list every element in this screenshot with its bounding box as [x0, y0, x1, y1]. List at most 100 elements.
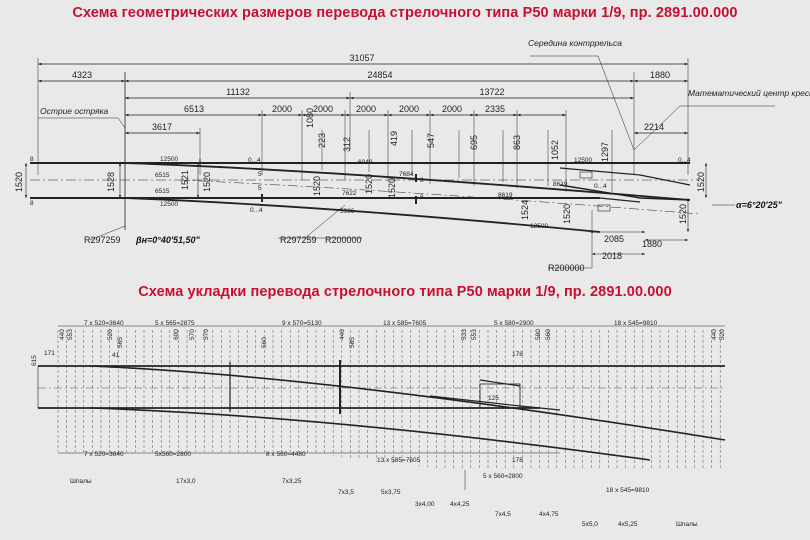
dim-segment: 11132: [226, 87, 250, 97]
layout-scheme: [37, 325, 726, 490]
spacing-dim: 13 x 585=7605: [383, 320, 427, 327]
gauge: 1520: [312, 176, 322, 196]
sleeper-group: Шпалы: [70, 478, 92, 485]
spacing-value: 560: [545, 329, 552, 340]
dim-segment: 2000: [272, 104, 292, 114]
dim-segment: 2000: [442, 104, 462, 114]
layout-marker: 171: [44, 350, 55, 357]
gap-mark: 0...4: [250, 207, 263, 214]
radius-label: R297259: [280, 235, 317, 245]
layout-marker: 615: [31, 355, 38, 366]
radius-label: R200000: [325, 235, 362, 245]
rail-length: 12500: [160, 156, 178, 163]
spacing-value: 553: [67, 329, 74, 340]
rail-length: 7622: [342, 190, 357, 197]
gap-mark: 8: [30, 156, 34, 163]
ordinate: 1080: [305, 108, 315, 128]
math-center-label: Математический центр крестовины: [688, 88, 810, 98]
ordinate: 223: [317, 133, 327, 148]
sleeper-group: 3x4,00: [415, 501, 435, 508]
rail-length: 12500: [530, 223, 548, 230]
layout-marker: 41: [112, 352, 120, 359]
sleepers: [57, 330, 721, 470]
ordinate: 1297: [600, 142, 610, 162]
geometry-texts: 31057 4323 24854 1880 11132 13722 6513 2…: [14, 38, 810, 273]
ordinate: 312: [342, 137, 352, 152]
sleeper-group: 7x3,25: [282, 478, 302, 485]
spacing-value: 570: [203, 329, 210, 340]
spacing-dim: 13 x 585=7605: [377, 457, 421, 464]
dim-small: 3617: [152, 122, 172, 132]
sleeper-group: 7x4,5: [495, 511, 511, 518]
rail-length: 8619: [553, 181, 568, 188]
sleeper-group: 17x3,0: [176, 478, 196, 485]
spacing-dim: 5x560=2800: [155, 451, 191, 458]
dim-segment: 4323: [72, 70, 92, 80]
rail-length: 6049: [358, 159, 373, 166]
rail-length: 6515: [155, 172, 170, 179]
layout-texts: 7 x 520=3640 5 x 565=2875 9 x 570=5130 1…: [31, 320, 726, 528]
layout-marker: 178: [512, 351, 523, 358]
beta-angle: βн=0°40'51,50": [135, 235, 201, 245]
spacing-dim: 9 x 570=5130: [282, 320, 322, 327]
spacing-value: 580: [535, 329, 542, 340]
dim-segment: 2000: [356, 104, 376, 114]
overall-dim: 31057: [349, 53, 374, 63]
spacing-dim: 18 x 545=9810: [614, 320, 658, 327]
sleeper-group: Шпалы: [676, 521, 698, 528]
gap-mark: 5: [258, 185, 262, 192]
rail-length: 12500: [160, 201, 178, 208]
spacing-value: 600: [173, 329, 180, 340]
alpha-angle: α=6°20'25": [736, 200, 783, 210]
dim-small: 2214: [644, 122, 664, 132]
spacing-value: 440: [339, 329, 346, 340]
spacing-dim: 8 x 560=4480: [266, 451, 306, 458]
gap-mark: 5: [258, 171, 262, 178]
ordinate: 1520: [14, 172, 24, 192]
spacing-dim: 5 x 560=2800: [483, 473, 523, 480]
gauge: 1520: [202, 172, 212, 192]
ordinate: 419: [389, 131, 399, 146]
spacing-value: 440: [711, 329, 718, 340]
rail-length: 12500: [574, 157, 592, 164]
layout-marker: 125: [488, 395, 499, 402]
geometry-title: Схема геометрических размеров перевода с…: [72, 5, 738, 21]
sleeper-group: 4x5,25: [618, 521, 638, 528]
spacing-value: 520: [107, 329, 114, 340]
ordinate: 1052: [550, 140, 560, 160]
gauge: 1528: [106, 172, 116, 192]
radius-label: R200000: [548, 263, 585, 273]
dim-segment: 2000: [399, 104, 419, 114]
spacing-value: 520: [719, 329, 726, 340]
rail-length: 7684: [399, 171, 414, 178]
spacing-value: 565: [117, 337, 124, 348]
gauge: 1520: [387, 178, 397, 198]
rail-length: 6515: [155, 188, 170, 195]
spacing-dim: 18 x 545=9810: [606, 487, 650, 494]
gap-mark: 8: [420, 177, 424, 184]
sleeper-group: 7x3,5: [338, 489, 354, 496]
spacing-value: 560: [261, 337, 268, 348]
dim-segment: 2335: [485, 104, 505, 114]
gap-mark: 8: [420, 194, 424, 201]
gauge: 1520: [696, 172, 706, 192]
ordinate: 547: [426, 133, 436, 148]
gauge: 1521: [180, 170, 190, 190]
ordinate: 695: [469, 135, 479, 150]
layout-marker: 178: [512, 457, 523, 464]
dim-segment: 13722: [479, 87, 504, 97]
rail-length: 8619: [498, 192, 513, 199]
spacing-value: 570: [189, 329, 196, 340]
gauge: 1520: [678, 204, 688, 224]
gauge: 1520: [364, 174, 374, 194]
geometry-scheme: [24, 55, 775, 269]
gap-mark: 0...4: [248, 157, 261, 164]
sleeper-group: 5x5,0: [582, 521, 598, 528]
gap-mark: 0...4: [678, 157, 691, 164]
spacing-dim: 7 x 520=3640: [84, 451, 124, 458]
gauge: 1524: [520, 200, 530, 220]
radius-label: R297259: [84, 235, 121, 245]
sleeper-group: 4x4,75: [539, 511, 559, 518]
